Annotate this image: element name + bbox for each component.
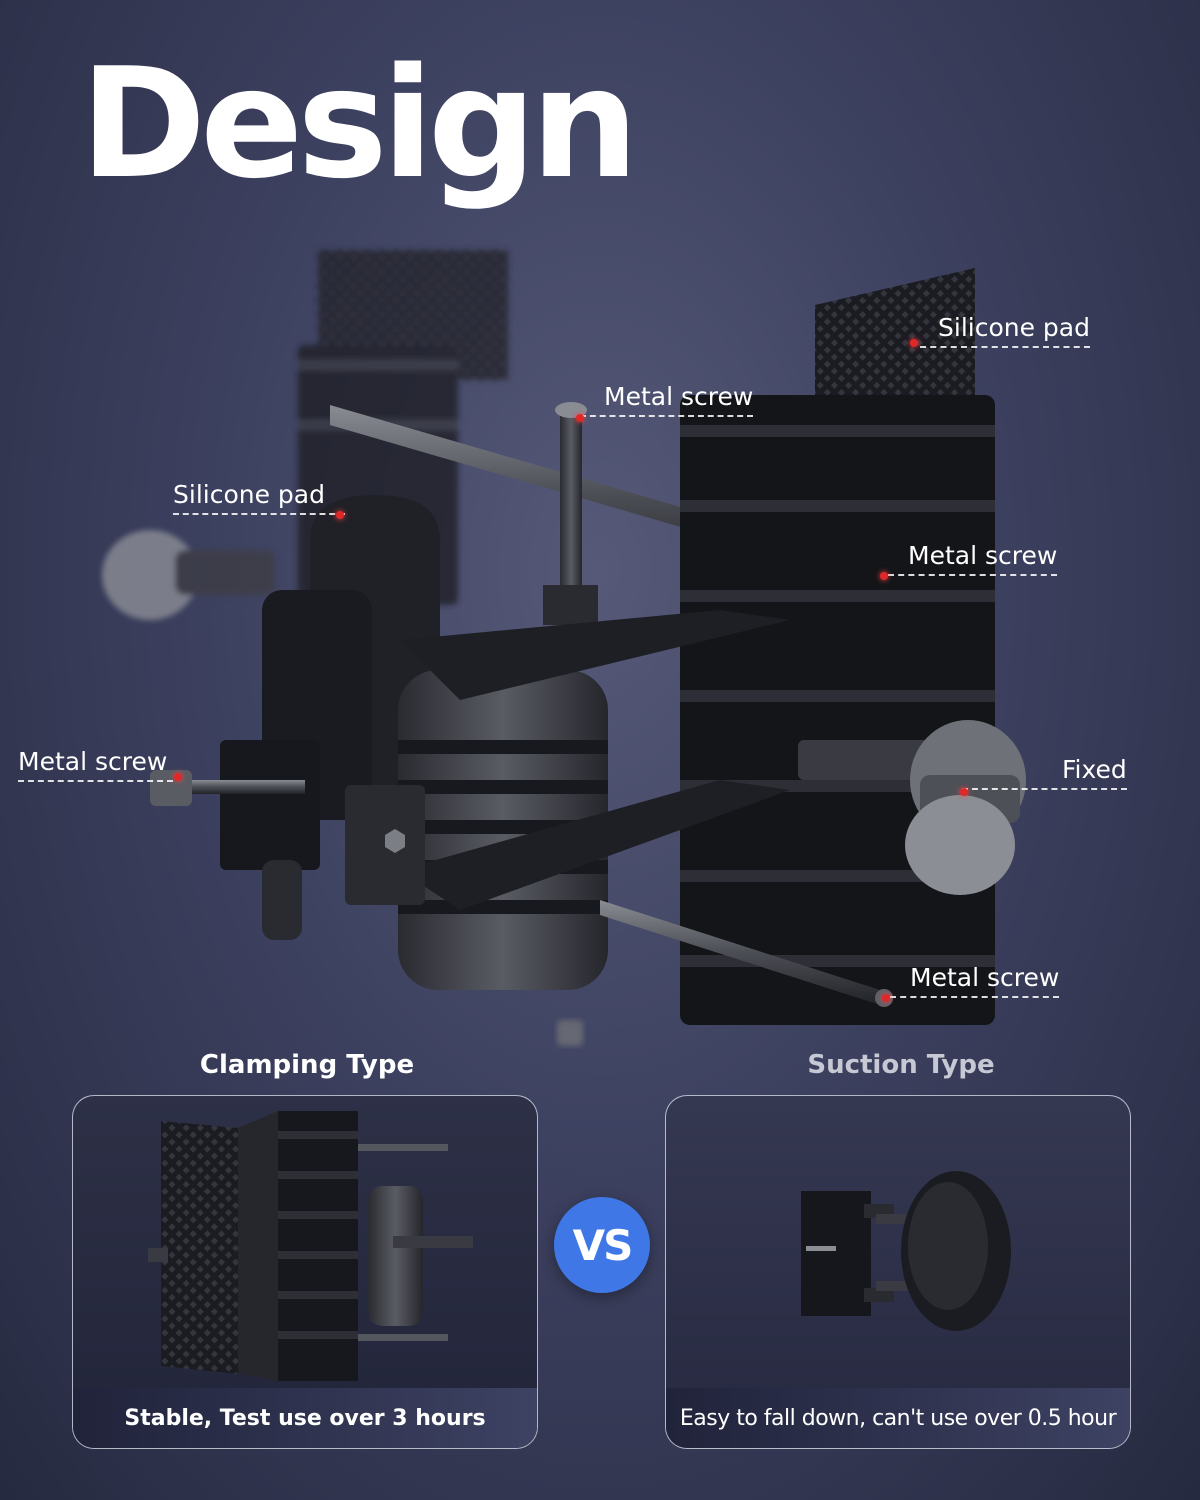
callout-dot (882, 994, 890, 1002)
clamping-type-heading: Clamping Type (199, 1050, 415, 1080)
page-title: Design (80, 35, 639, 212)
left-clamp-bracket (220, 740, 425, 940)
suction-type-panel: Easy to fall down, can't use over 0.5 ho… (665, 1095, 1131, 1449)
callout-dot (174, 773, 182, 781)
vs-label: VS (572, 1220, 634, 1270)
callout-metal-screw-bottom: Metal screw (890, 963, 1060, 998)
left-screw (150, 770, 305, 806)
small-bolt (557, 1020, 583, 1046)
callout-dot (576, 414, 584, 422)
vs-badge: VS (554, 1197, 650, 1293)
fixed-thumb-screw (798, 720, 1026, 895)
callout-silicone-pad-right: Silicone pad (920, 313, 1090, 348)
vertical-screw (543, 402, 598, 625)
suction-type-heading: Suction Type (807, 1050, 995, 1080)
connecting-arms (400, 610, 790, 910)
cylinder-holder (262, 495, 608, 990)
callout-dot (910, 339, 918, 347)
clamping-type-panel: Stable, Test use over 3 hours (72, 1095, 538, 1449)
callout-dot (960, 788, 968, 796)
right-clamp-body (680, 395, 995, 1025)
callout-dot (336, 511, 344, 519)
callout-metal-screw-left: Metal screw (18, 747, 174, 782)
left-wing-nut (102, 530, 275, 620)
clamping-product-image (148, 1111, 473, 1381)
callout-fixed: Fixed (962, 755, 1127, 790)
callout-metal-screw-top: Metal screw (580, 382, 754, 417)
callout-silicone-pad-left: Silicone pad (173, 480, 345, 515)
suction-caption: Easy to fall down, can't use over 0.5 ho… (666, 1388, 1130, 1448)
product-illustration (102, 250, 1026, 1046)
callout-metal-screw-mid-right: Metal screw (888, 541, 1058, 576)
clamping-caption: Stable, Test use over 3 hours (73, 1388, 537, 1448)
callout-dot (880, 572, 888, 580)
suction-product-image (801, 1171, 1011, 1331)
